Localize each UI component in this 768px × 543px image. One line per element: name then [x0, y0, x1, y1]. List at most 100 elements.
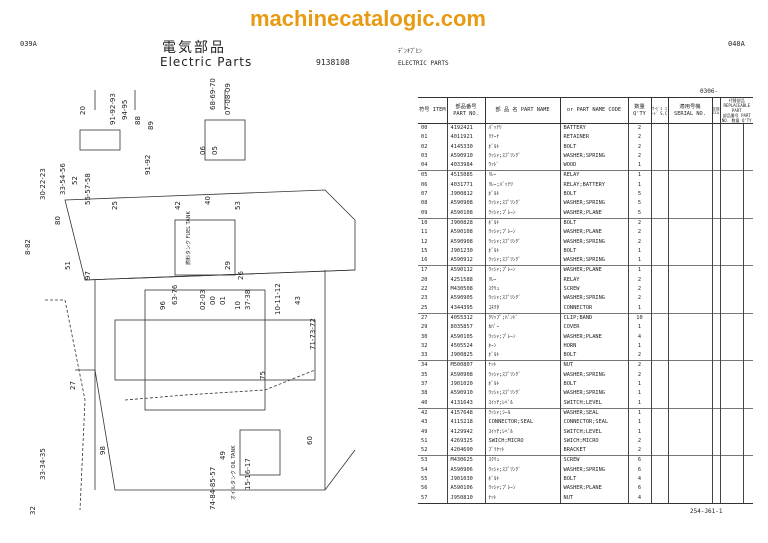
cell-item: 52 — [421, 447, 428, 454]
cell-empty — [711, 341, 720, 352]
cell-empty — [667, 389, 712, 399]
cell-part-no: J901230 — [446, 246, 485, 257]
cell-part-name-code: NUT — [559, 493, 628, 504]
cell-empty — [742, 446, 753, 456]
cell-empty — [719, 360, 743, 371]
cell-empty — [667, 285, 712, 295]
cell-part-name-code: BOLT — [559, 142, 628, 152]
callout-1: 91-92-93 — [109, 93, 117, 125]
cell-empty — [711, 294, 720, 304]
cell-part-no: J901030 — [446, 474, 485, 485]
cell-empty — [650, 228, 668, 238]
cell-part-no: A590108 — [446, 228, 485, 238]
cell-empty — [719, 190, 743, 200]
cell-empty — [667, 312, 712, 324]
cell-qty: 1 — [627, 389, 651, 399]
cell-item: 06 — [421, 181, 428, 188]
callout-12: 55-57-58 — [84, 173, 92, 205]
cell-empty — [742, 380, 753, 390]
cell-part-no: A590908 — [446, 199, 485, 209]
cell-empty — [742, 161, 753, 171]
cell-empty — [719, 341, 743, 352]
cell-qty: 1 — [627, 341, 651, 352]
cell-empty — [711, 436, 720, 447]
cell-empty — [719, 256, 743, 266]
cell-part-name-code: SWICH;MICRO — [559, 436, 628, 447]
cell-empty — [719, 275, 743, 286]
cell-empty — [719, 208, 743, 219]
cell-part-name-code: WASHER;PLANE — [559, 228, 628, 238]
cell-item: 53 — [418, 455, 447, 466]
cell-qty: 2 — [627, 237, 651, 247]
cell-part-name-code: WASHER;PLANE — [559, 208, 628, 219]
callout-21: 53 — [234, 201, 242, 210]
cell-part-no: 4344395 — [446, 303, 485, 314]
cell-part-name-code: BOLT — [559, 217, 628, 229]
cell-empty — [742, 436, 753, 447]
callout-16: 80 — [54, 216, 62, 225]
cell-part-name-code: SWITCH;LEVEL — [559, 398, 628, 409]
cell-empty — [650, 418, 668, 428]
callout-30: 43 — [294, 296, 302, 305]
cell-qty: 1 — [627, 303, 651, 314]
cell-empty — [711, 133, 720, 143]
cell-empty — [650, 237, 668, 247]
cell-part-no: 4251588 — [446, 275, 485, 286]
cell-part-no: 4031771 — [446, 180, 485, 191]
cell-item: 10 — [418, 217, 447, 229]
cell-empty — [742, 312, 753, 324]
cell-empty — [711, 351, 720, 361]
header-item: 符号 ITEM — [418, 97, 447, 124]
cell-qty: 2 — [627, 285, 651, 295]
cell-empty — [742, 142, 753, 152]
cell-empty — [742, 370, 753, 381]
cell-part-name-code: CLIP;BAND — [559, 312, 628, 324]
cell-empty — [742, 170, 753, 181]
callout-40: 15-16-17 — [244, 458, 252, 490]
cell-empty — [650, 341, 668, 352]
callout-2: 94-95 — [121, 100, 129, 120]
cell-part-name-code: RELAY;BATTERY — [559, 180, 628, 191]
cell-qty: 2 — [627, 217, 651, 229]
cell-part-no: J900828 — [446, 217, 485, 229]
cell-part-no: A590906 — [446, 465, 485, 475]
cell-empty — [667, 246, 712, 257]
cell-empty — [711, 465, 720, 475]
cell-empty — [742, 474, 753, 485]
callout-20: 40 — [204, 196, 212, 205]
header-part-name: 部 品 名 PART NAME — [484, 97, 560, 124]
header-or: or — [566, 107, 574, 113]
cell-part-name-code: CONNECTOR;SEAL — [559, 418, 628, 428]
cell-empty — [667, 123, 712, 134]
callout-5: 68-69-70 — [209, 78, 217, 110]
cell-part-name-code: BOLT — [559, 246, 628, 257]
cell-part-no: A590108 — [446, 208, 485, 219]
cell-qty: 1 — [627, 323, 651, 333]
cell-empty — [667, 180, 712, 191]
cell-part-name-kana: ﾜｯｼｬ;ｽﾌﾟﾘﾝｸﾞ — [484, 465, 560, 475]
cell-part-no: 4145330 — [446, 142, 485, 152]
cell-empty — [667, 484, 712, 494]
cell-empty — [742, 418, 753, 428]
cell-item: 49 — [421, 428, 428, 435]
cell-empty — [719, 217, 743, 229]
cell-part-name-code: WASHER;PLANE — [559, 484, 628, 494]
cell-empty — [667, 265, 712, 276]
cell-empty — [650, 398, 668, 409]
cell-empty — [719, 389, 743, 399]
cell-qty: 1 — [627, 407, 651, 419]
callout-4: 89 — [147, 121, 155, 130]
cell-part-no: 4033984 — [446, 161, 485, 171]
cell-part-no: A590908 — [446, 370, 485, 381]
cell-empty — [667, 151, 712, 162]
cell-empty — [742, 398, 753, 409]
cell-item: 23 — [421, 295, 428, 302]
cell-empty — [667, 170, 712, 181]
cell-item: 29 — [421, 324, 428, 331]
